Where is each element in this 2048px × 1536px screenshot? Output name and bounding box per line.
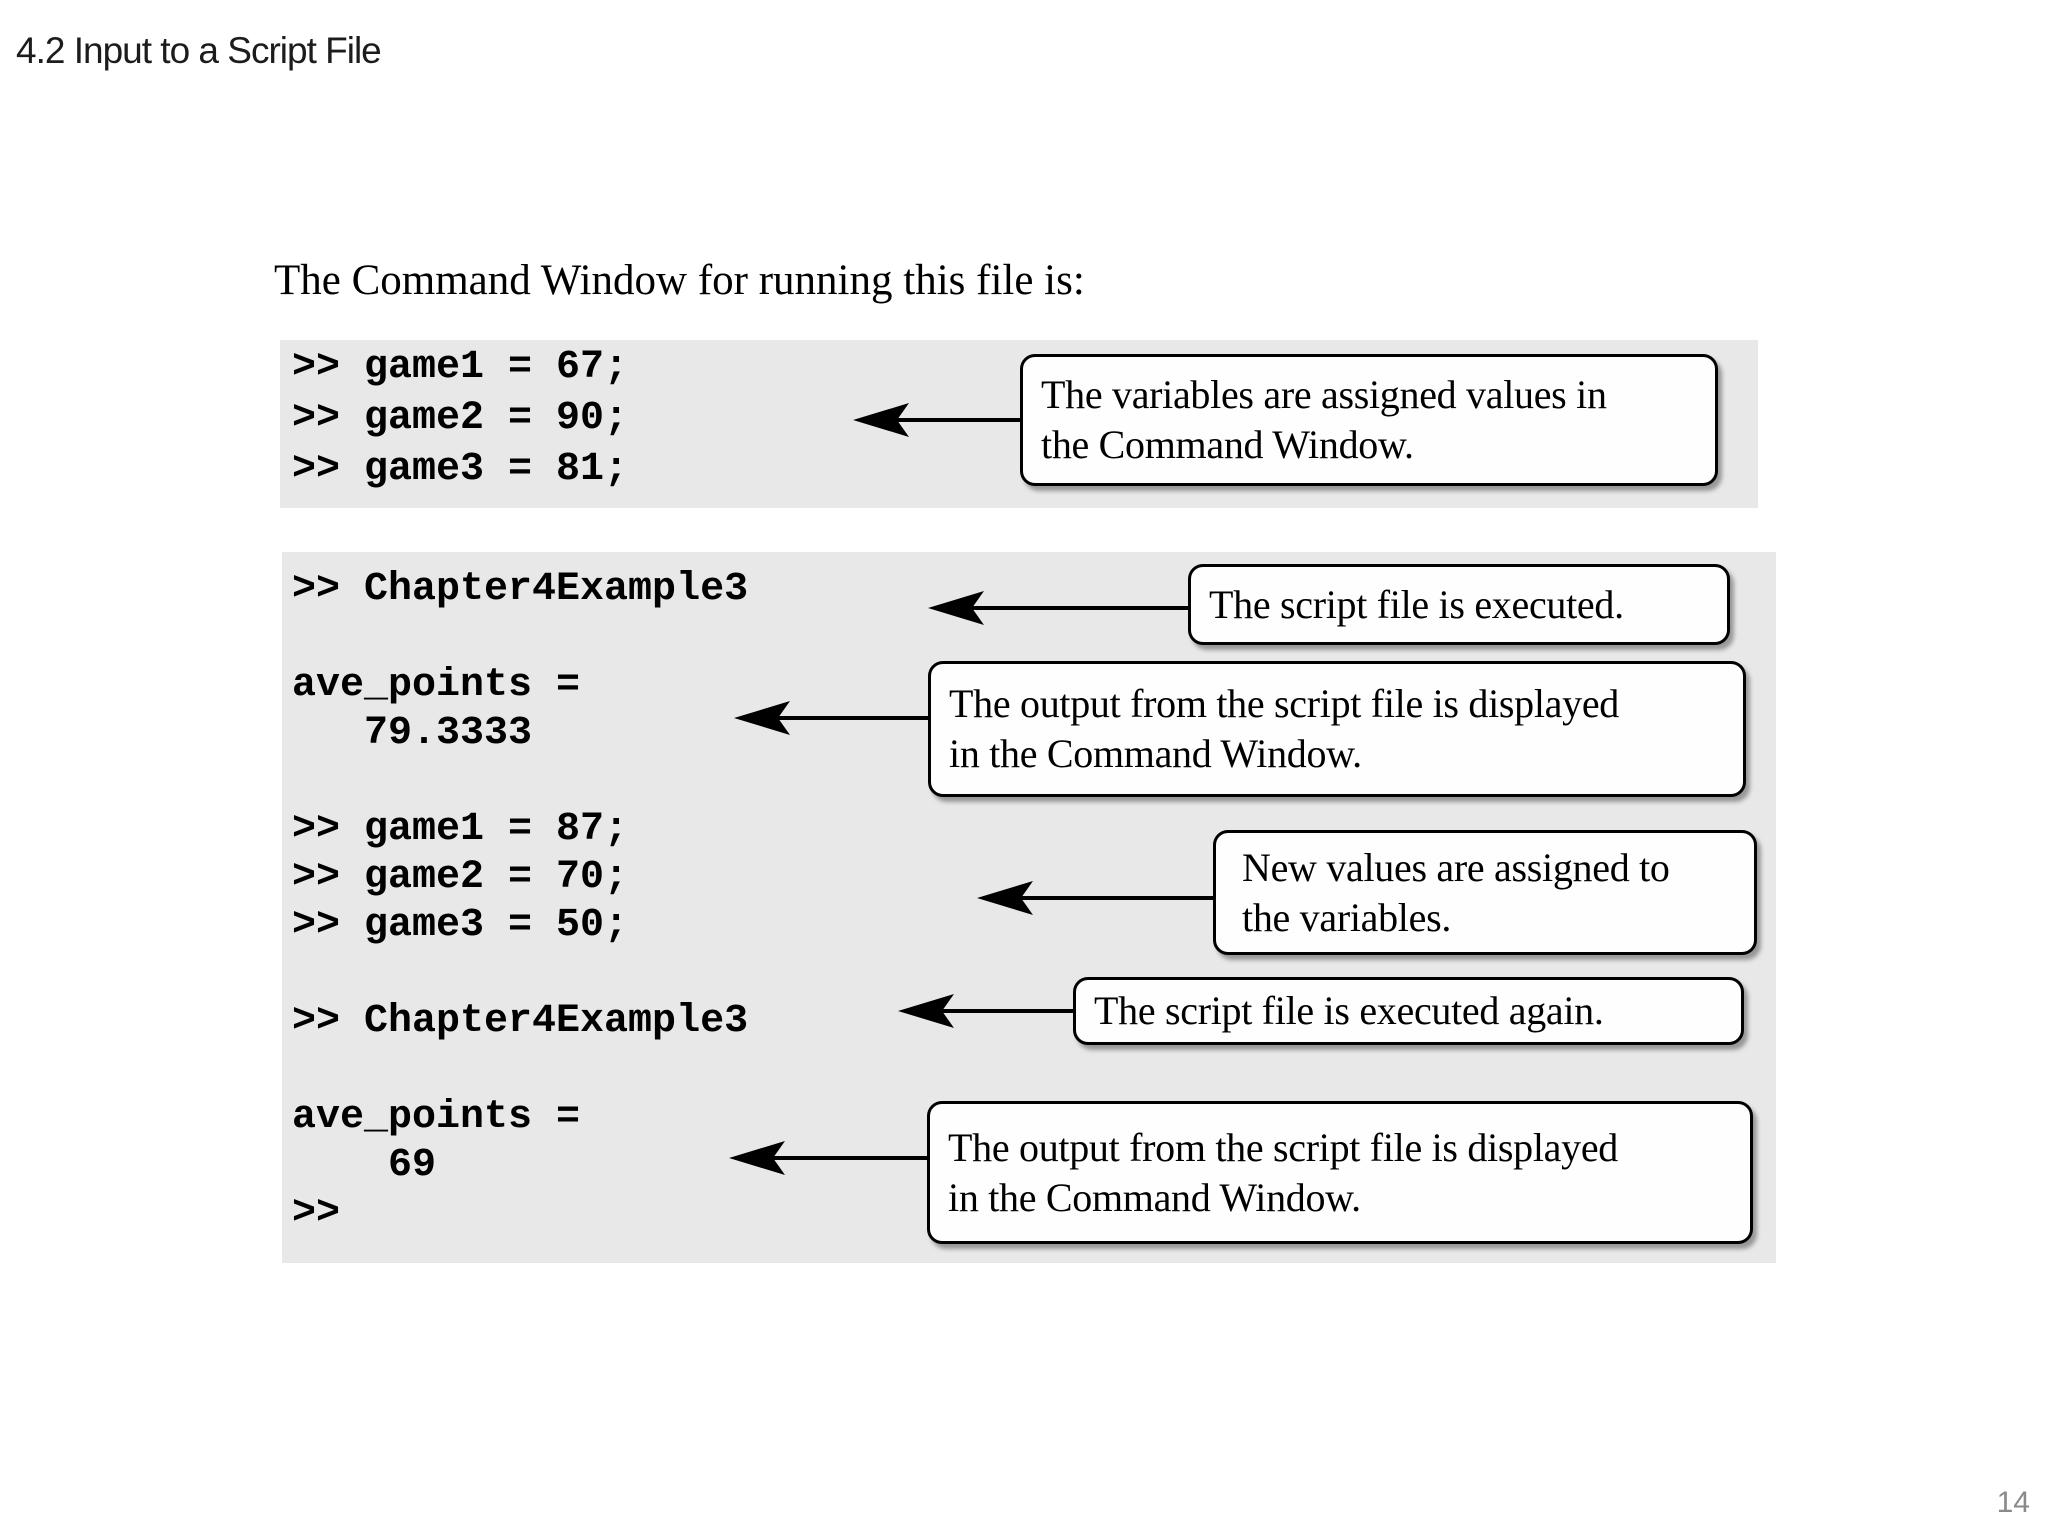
callout-output-displayed: The output from the script file is displ… <box>928 661 1746 797</box>
arrow-icon <box>734 701 930 735</box>
callout-text: The output from the script file is displ… <box>948 1124 1618 1220</box>
intro-text: The Command Window for running this file… <box>274 257 1085 304</box>
callout-output-displayed-2: The output from the script file is displ… <box>927 1101 1753 1244</box>
arrow-icon <box>977 881 1215 915</box>
callout-text: The variables are assigned values in the… <box>1041 372 1607 467</box>
page-title: 4.2 Input to a Script File <box>16 30 382 71</box>
callout-text: The output from the script file is displ… <box>949 681 1619 776</box>
callout-script-executed: The script file is executed. <box>1188 564 1730 645</box>
callout-script-executed-again: The script file is executed again. <box>1073 977 1744 1045</box>
arrow-icon <box>928 591 1190 625</box>
arrow-icon <box>729 1141 929 1175</box>
callout-text: New values are assigned to the variables… <box>1242 844 1670 940</box>
callout-new-values: New values are assigned to the variables… <box>1213 830 1757 955</box>
callout-text: The script file is executed again. <box>1094 988 1604 1033</box>
callout-variables-assigned: The variables are assigned values in the… <box>1020 354 1718 486</box>
code-block-1: >> game1 = 67; >> game2 = 90; >> game3 =… <box>292 345 629 492</box>
callout-text: The script file is executed. <box>1209 581 1624 627</box>
arrow-icon <box>898 994 1075 1028</box>
arrow-icon <box>853 403 1022 437</box>
code-block-2: >> Chapter4Example3 ave_points = 79.3333… <box>292 567 749 1236</box>
page-number: 14 <box>1996 1486 2030 1519</box>
